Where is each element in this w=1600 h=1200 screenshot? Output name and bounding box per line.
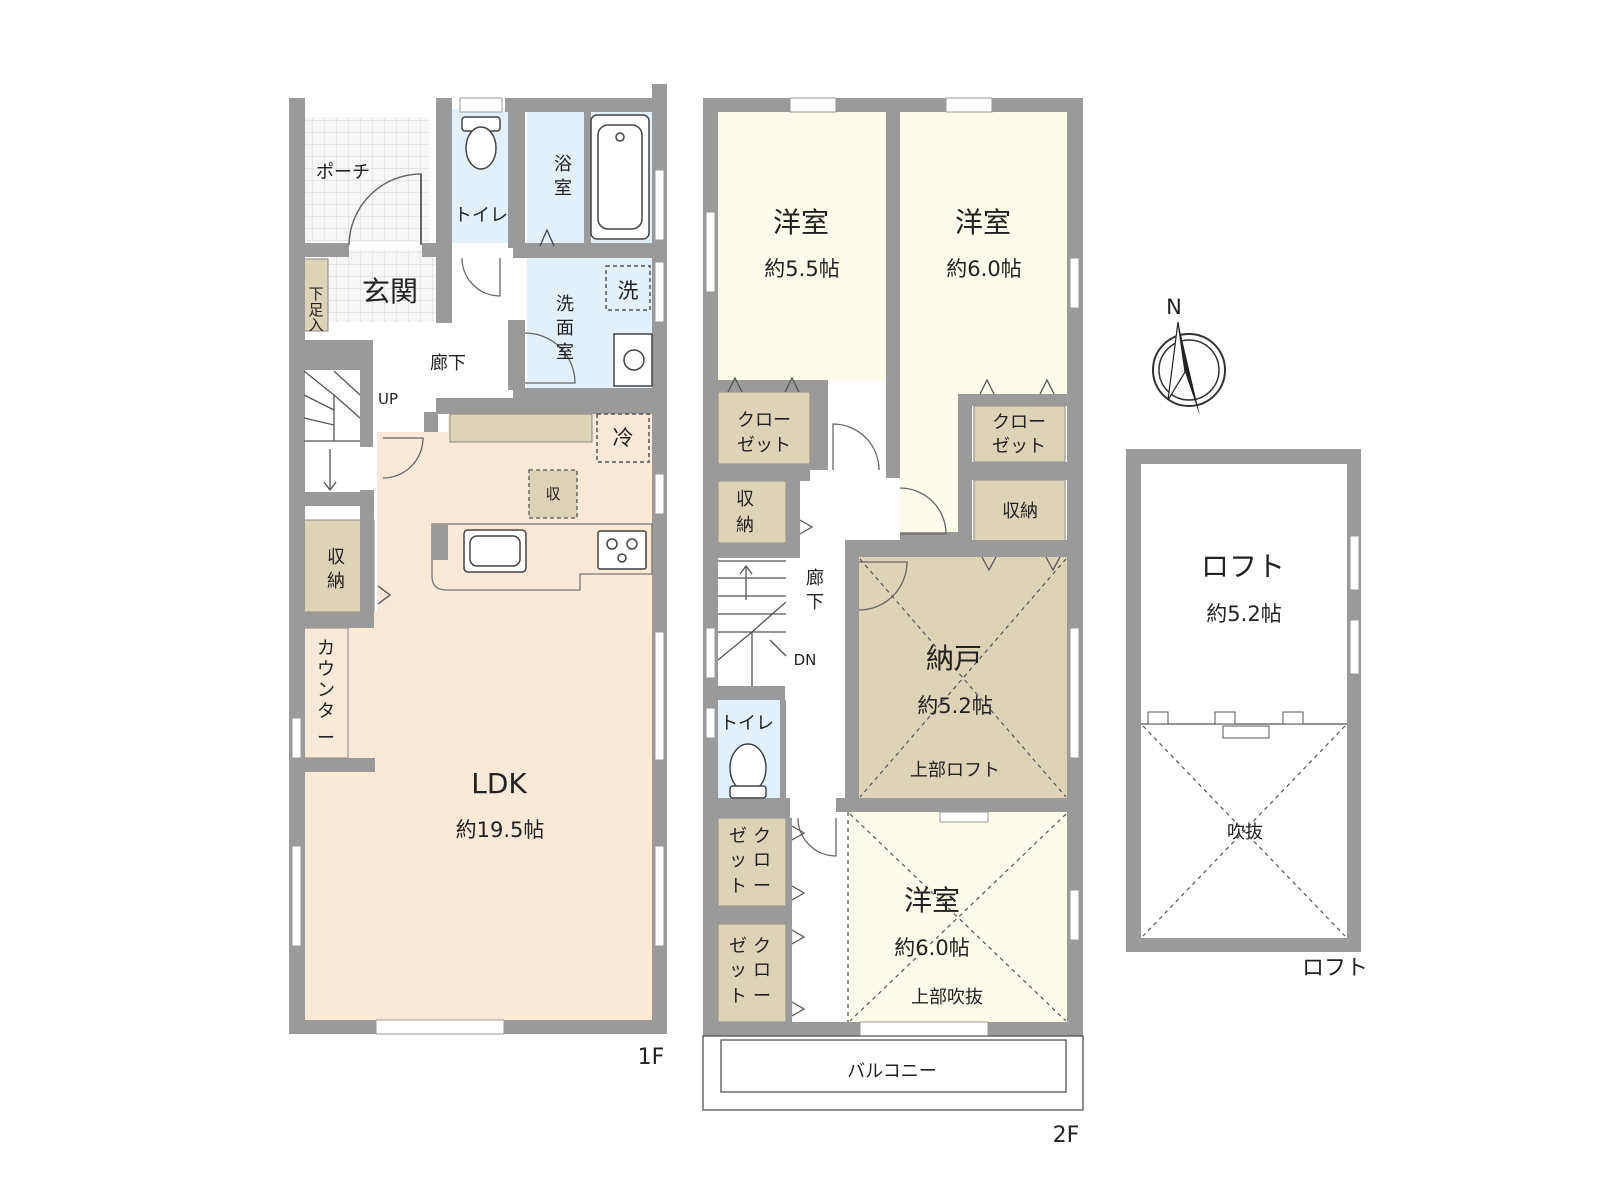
- floor-label-loft: ロフト: [1302, 956, 1368, 981]
- ldk-label: LDK: [471, 767, 527, 800]
- stairs-2f: [717, 560, 787, 686]
- closet3-label-1: ク: [753, 826, 771, 847]
- storage-2f-2: [973, 479, 1066, 545]
- toilet-fixture-1f: [461, 116, 501, 170]
- toilet-fixture-2f: [729, 743, 767, 799]
- closet4-label-2: ロ: [753, 960, 771, 981]
- stairs-1f: [303, 370, 361, 492]
- hall-2f-label-1: 廊: [806, 568, 824, 589]
- bath-label-2: 室: [554, 178, 572, 199]
- kitchen-storage-label: 収: [545, 485, 560, 503]
- closet4-label-1: ク: [753, 936, 771, 957]
- washer-space: [605, 265, 651, 311]
- closet2-label-1: クロー: [992, 412, 1046, 433]
- counter-label-3: ン: [317, 680, 335, 701]
- room1-label: 洋室: [773, 206, 829, 239]
- balcony-label: バルコニー: [847, 1061, 937, 1082]
- fridge-label: 冷: [613, 426, 634, 450]
- storage-2f-2-label: 収納: [1002, 501, 1038, 522]
- kitchen-shelf: [449, 413, 593, 443]
- room3-closet-1: [717, 817, 787, 907]
- nando-size: 約5.2帖: [917, 694, 992, 718]
- toilet-2f-label: トイレ: [720, 713, 774, 734]
- room1-size: 約5.5帖: [764, 257, 839, 281]
- counter: [303, 627, 349, 759]
- entrance-door: [348, 173, 422, 246]
- room3-note: 上部吹抜: [911, 987, 983, 1008]
- storage-1f-label-2: 納: [327, 571, 345, 592]
- room1-area: [716, 112, 886, 380]
- genkan-area: [318, 250, 445, 322]
- counter-label-2: ウ: [317, 659, 335, 680]
- north-label: N: [1166, 295, 1182, 319]
- counter-label-5: ー: [317, 728, 335, 749]
- counter-label-1: カ: [317, 638, 335, 659]
- floor-2f: 洋室 約5.5帖 洋室 約6.0帖 クロー ゼット クロー ゼット 収 納 収納…: [702, 97, 1084, 1148]
- shoe-storage-label-3: 入: [308, 316, 323, 334]
- washroom-label-2: 面: [556, 318, 574, 339]
- closet4-label-4: ゼ: [729, 936, 747, 957]
- kitchen-sink: [463, 529, 527, 573]
- porch-label: ポーチ: [316, 162, 370, 183]
- closet4-label-6: ト: [729, 986, 747, 1007]
- nando-label: 納戸: [926, 642, 982, 675]
- cooktop: [597, 530, 647, 570]
- kitchen-storage-small: [528, 469, 578, 519]
- room3-size: 約6.0帖: [894, 936, 969, 960]
- closet4-label-5: ッ: [729, 960, 747, 981]
- void-label: 吹抜: [1227, 822, 1263, 843]
- bathtub: [590, 114, 650, 240]
- washroom-label-1: 洗: [556, 294, 574, 315]
- hall-2f-label-2: 下: [806, 592, 824, 613]
- nando-note: 上部ロフト: [910, 760, 1000, 781]
- balcony: [702, 1035, 1084, 1111]
- closet1-label-1: クロー: [737, 410, 791, 431]
- closet3-label-6: ト: [729, 876, 747, 897]
- closet2-label-2: ゼット: [992, 436, 1046, 457]
- counter-label-4: タ: [317, 701, 335, 722]
- storage-2f-1-label-2: 納: [736, 515, 754, 536]
- washroom-label-3: 室: [556, 342, 574, 363]
- dn-label: DN: [794, 651, 817, 669]
- loft-label: ロフト: [1201, 550, 1285, 583]
- storage-2f-1-label-1: 収: [736, 489, 754, 510]
- closet3-label-4: ゼ: [729, 826, 747, 847]
- closet4-label-3: ー: [753, 986, 771, 1007]
- storage-1f-label-1: 収: [327, 547, 345, 568]
- room2-label: 洋室: [955, 206, 1011, 239]
- floor-label-2f: 2F: [1053, 1123, 1080, 1148]
- floor-1f: ポーチ 玄関 下 足 入 トイレ 浴 室 洗 面 室 洗 廊下 UP 冷 収 収…: [289, 84, 667, 1070]
- hall-1f-label: 廊下: [430, 353, 466, 374]
- closet3-label-3: ー: [753, 876, 771, 897]
- closet1-label-2: ゼット: [737, 435, 791, 456]
- room2-closet: [973, 405, 1066, 463]
- genkan-label: 玄関: [362, 275, 418, 308]
- shoe-storage-label-1: 下: [308, 285, 323, 303]
- wash-basin: [613, 333, 653, 387]
- closet3-label-2: ロ: [753, 850, 771, 871]
- ldk-size: 約19.5帖: [456, 818, 545, 842]
- bath-label-1: 浴: [554, 154, 572, 175]
- room2-size: 約6.0帖: [946, 257, 1021, 281]
- closet3-label-5: ッ: [729, 850, 747, 871]
- washer-label: 洗: [618, 279, 639, 303]
- room3-label: 洋室: [904, 884, 960, 917]
- north-compass: N: [1152, 295, 1226, 416]
- up-label: UP: [378, 390, 398, 408]
- shoe-storage-label-2: 足: [308, 301, 323, 319]
- fridge-space: [596, 413, 650, 463]
- loft-size: 約5.2帖: [1206, 602, 1281, 626]
- toilet-1f-label: トイレ: [454, 205, 508, 226]
- floor-loft: ロフト 約5.2帖 吹抜 ロフト: [1126, 449, 1368, 981]
- porch-area: [302, 117, 429, 242]
- room1-closet: [717, 391, 811, 465]
- floor-label-1f: 1F: [638, 1045, 665, 1070]
- room2-area: [900, 112, 1067, 532]
